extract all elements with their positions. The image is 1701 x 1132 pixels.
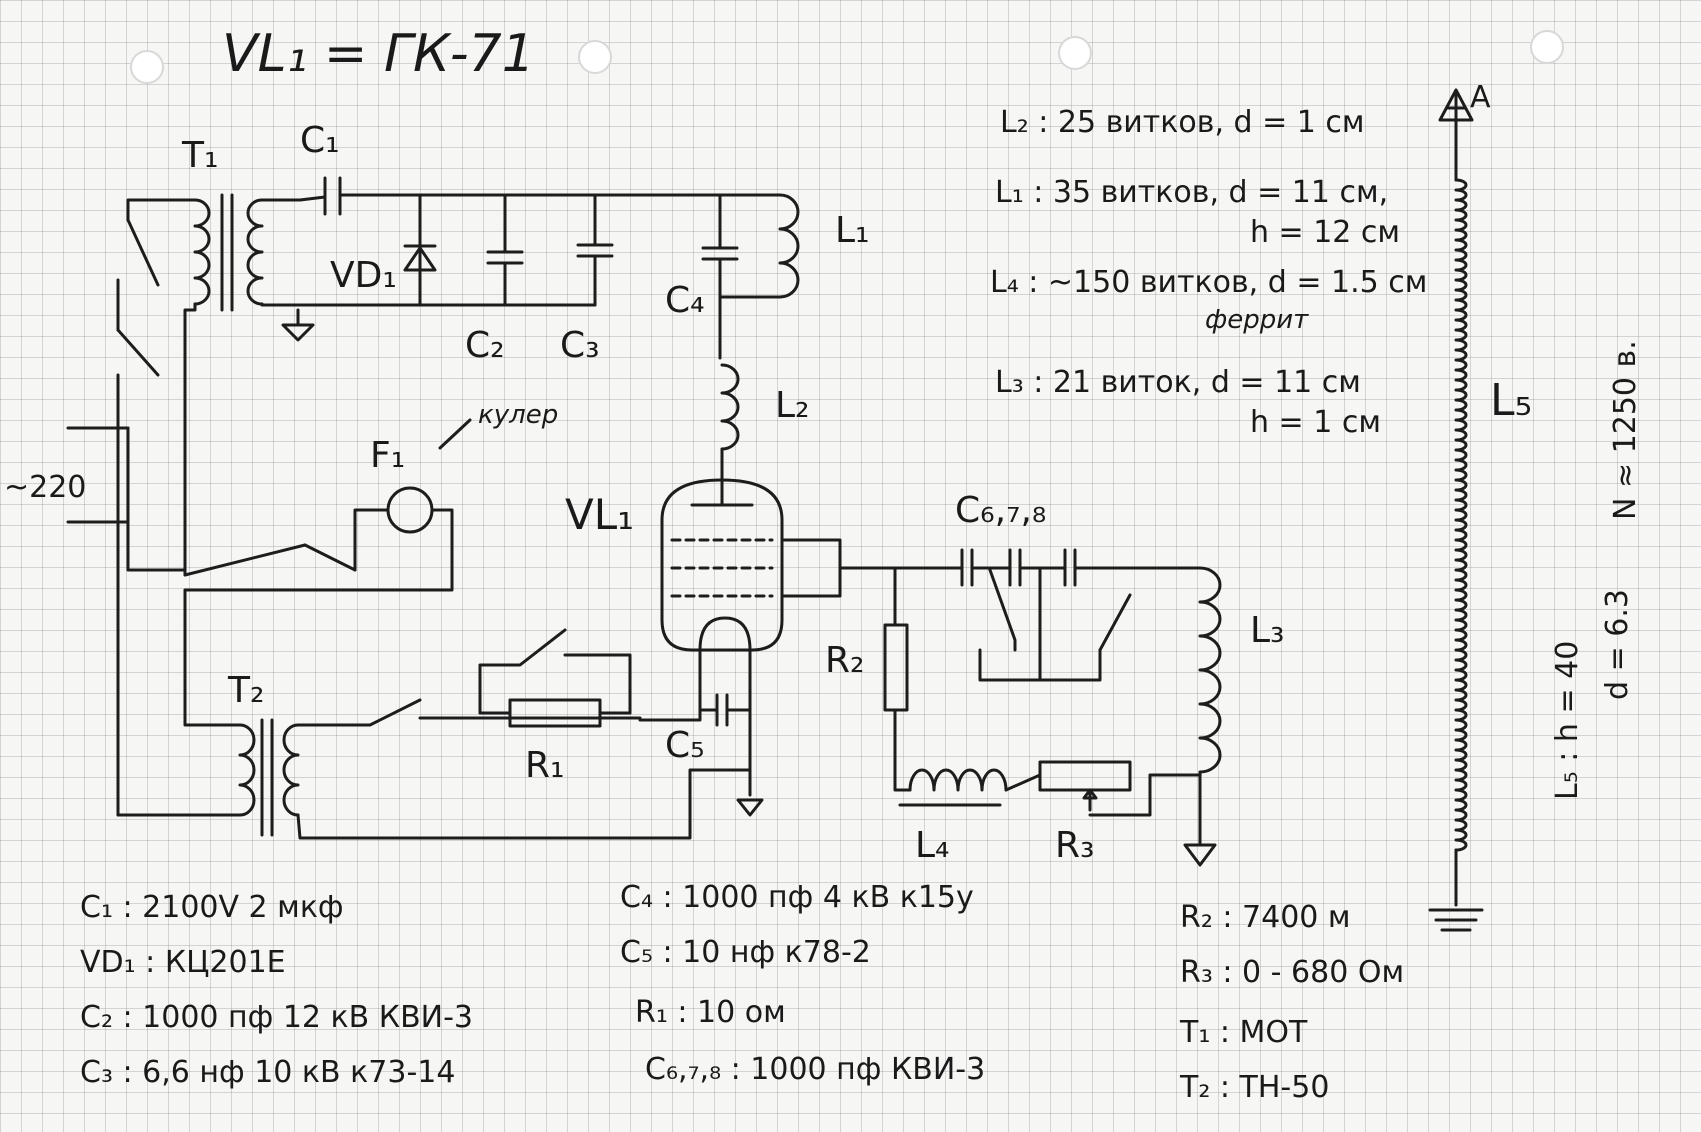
part-spec-c2: C₂ : 1000 пф 12 кВ КВИ-3 xyxy=(80,1000,474,1035)
binder-hole xyxy=(578,40,612,74)
label-c2: C₂ xyxy=(465,325,505,366)
part-spec-r1: R₁ : 10 ом xyxy=(635,995,786,1030)
capacitor-c4 xyxy=(701,193,739,360)
part-spec-c678: C₆,₇,₈ : 1000 пф КВИ-3 xyxy=(645,1052,986,1087)
part-spec-c3: C₃ : 6,6 нф 10 кВ к73-14 xyxy=(80,1055,456,1090)
coil-spec-l4: L₄ : ~150 витков, d = 1.5 см xyxy=(990,265,1428,300)
part-spec-c1: C₁ : 2100V 2 мкф xyxy=(80,890,344,925)
transformer-t2 xyxy=(238,718,300,837)
label-vd1: VD₁ xyxy=(330,255,397,296)
l5-spec-line1: L₅ : h = 40 xyxy=(1550,640,1585,800)
fan-f1 xyxy=(183,418,472,592)
label-l5: L₅ xyxy=(1490,375,1533,426)
label-l3: L₃ xyxy=(1250,610,1285,651)
capacitor-bank-c678 xyxy=(948,548,1202,682)
label-f1: F₁ xyxy=(370,435,406,476)
label-c5: C₅ xyxy=(665,725,705,766)
label-c4: C₄ xyxy=(665,280,705,321)
diode-vd1 xyxy=(403,193,437,307)
capacitor-c3 xyxy=(576,193,614,307)
binder-hole xyxy=(1530,30,1564,64)
part-spec-c5: C₅ : 10 нф к78-2 xyxy=(620,935,871,970)
coil-spec-l3-height: h = 1 см xyxy=(1250,405,1381,440)
label-t2: T₂ xyxy=(228,670,265,711)
label-r3: R₃ xyxy=(1055,825,1095,866)
l5-spec-line2: d = 6.3 xyxy=(1600,589,1635,700)
l5-spec-line3: N ≈ 1250 в. xyxy=(1608,340,1643,520)
label-mains: ~220 xyxy=(4,470,87,505)
coil-spec-l1: L₁ : 35 витков, d = 11 см, xyxy=(995,175,1389,210)
part-spec-t2: T₂ : ТН-50 xyxy=(1180,1070,1330,1105)
coil-spec-l3: L₃ : 21 виток, d = 11 см xyxy=(995,365,1361,400)
coil-spec-l1-height: h = 12 см xyxy=(1250,215,1401,250)
resistor-r1 xyxy=(478,628,632,728)
page-title: VL₁ = ГК-71 xyxy=(222,24,535,84)
label-l2: L₂ xyxy=(775,385,810,426)
tesla-coil-l5 xyxy=(1428,88,1484,932)
label-r1: R₁ xyxy=(525,745,565,786)
label-t1: T₁ xyxy=(182,135,219,176)
part-spec-t1: T₁ : МОТ xyxy=(1180,1015,1308,1050)
binder-hole xyxy=(130,50,164,84)
label-l1: L₁ xyxy=(835,210,870,251)
resistor-r2 xyxy=(883,566,912,792)
part-spec-vd1: VD₁ : КЦ201Е xyxy=(80,945,286,980)
inductor-l4 xyxy=(898,768,1042,807)
label-c678: C₆,₇,₈ xyxy=(955,490,1047,531)
label-l4: L₄ xyxy=(915,825,950,866)
part-spec-r2: R₂ : 7400 м xyxy=(1180,900,1351,935)
coil-winding xyxy=(1454,178,1468,852)
coil-spec-l2: L₂ : 25 витков, d = 1 см xyxy=(1000,105,1365,140)
inductor-l2 xyxy=(720,363,740,451)
coil-spec-l4-core: феррит xyxy=(1205,305,1309,335)
part-spec-c4: C₄ : 1000 пф 4 кВ к15у xyxy=(620,880,974,915)
resistor-r3 xyxy=(1038,760,1202,817)
inductor-l1 xyxy=(718,193,800,299)
part-spec-r3: R₃ : 0 - 680 Ом xyxy=(1180,955,1405,990)
label-c1: C₁ xyxy=(300,120,340,161)
label-f1-note: кулер xyxy=(478,400,559,430)
label-c3: C₃ xyxy=(560,325,600,366)
binder-hole xyxy=(1058,36,1092,70)
label-vl1: VL₁ xyxy=(565,490,634,539)
label-antenna: A xyxy=(1470,80,1491,115)
inductor-l3 xyxy=(1198,566,1222,778)
label-r2: R₂ xyxy=(825,640,865,681)
transformer-t1 xyxy=(193,193,264,312)
capacitor-c2 xyxy=(486,193,524,307)
